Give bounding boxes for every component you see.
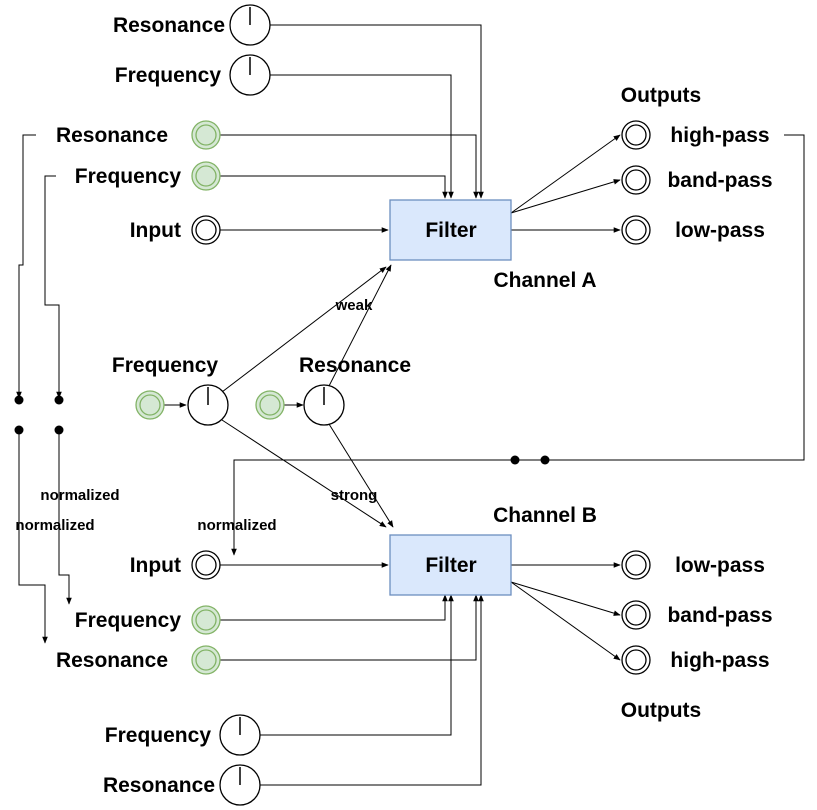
filter-b-box — [389, 534, 512, 596]
wire-b-cv-frequency — [220, 594, 448, 621]
wire-b-highpass — [510, 581, 621, 661]
a-cv-resonance-label: Resonance — [56, 124, 168, 147]
wire-bottom-resonance — [260, 594, 484, 786]
a-out-bandpass-jack[interactable] — [621, 165, 651, 195]
normalized-label-lower: normalized — [15, 517, 94, 534]
wire-a-cv-resonance — [220, 134, 479, 199]
filter-a-label: Filter — [425, 219, 476, 242]
wire-a-cv-frequency — [220, 175, 448, 199]
filter-b-label: Filter — [425, 554, 476, 577]
normalized-label-upper: normalized — [40, 487, 119, 504]
b-cv-frequency-label: Frequency — [75, 609, 182, 632]
wire-a-bandpass — [510, 179, 621, 214]
norm-dot — [540, 455, 550, 465]
b-cv-resonance-label: Resonance — [56, 649, 168, 672]
filter-b-block: Filter — [389, 534, 512, 596]
a-input-jack[interactable] — [191, 215, 221, 245]
wire-norm-res-lower — [18, 430, 48, 644]
shared-frequency-knob[interactable] — [187, 384, 229, 426]
bottom-resonance-knob[interactable] — [219, 764, 261, 806]
norm-dot — [54, 395, 64, 405]
norm-dot — [54, 425, 64, 435]
b-out-lowpass-label: low-pass — [675, 554, 765, 577]
wire-top-resonance — [270, 24, 484, 199]
a-out-highpass-label: high-pass — [670, 124, 769, 147]
wire-shared-freq-strong — [221, 419, 387, 528]
a-out-highpass-jack[interactable] — [621, 120, 651, 150]
a-cv-resonance-jack[interactable] — [191, 120, 221, 150]
top-resonance-label: Resonance — [113, 14, 225, 37]
b-cv-frequency-jack[interactable] — [191, 605, 221, 635]
filter-a-block: Filter — [389, 199, 512, 261]
b-out-bandpass-label: band-pass — [667, 604, 772, 627]
a-out-lowpass-label: low-pass — [675, 219, 765, 242]
norm-dot — [14, 425, 24, 435]
wire-shared-res-b — [328, 423, 394, 528]
top-resonance-knob[interactable] — [229, 4, 271, 46]
wire-b-cv-resonance — [220, 594, 479, 661]
normalization-dots — [14, 395, 550, 465]
norm-dot — [510, 455, 520, 465]
top-frequency-knob[interactable] — [229, 54, 271, 96]
wire-norm-freq-upper — [44, 175, 62, 399]
wire-shared-res-a — [328, 264, 392, 387]
bottom-frequency-label: Frequency — [105, 724, 212, 747]
shared-resonance-label: Resonance — [299, 354, 411, 377]
shared-resonance-knob[interactable] — [303, 384, 345, 426]
b-input-jack[interactable] — [191, 550, 221, 580]
wire-b-bandpass — [510, 581, 621, 616]
b-input-label: Input — [130, 554, 181, 577]
bottom-frequency-knob[interactable] — [219, 714, 261, 756]
a-outputs-title: Outputs — [621, 84, 701, 107]
b-outputs-title: Outputs — [621, 699, 701, 722]
b-out-lowpass-jack[interactable] — [621, 550, 651, 580]
a-out-lowpass-jack[interactable] — [621, 215, 651, 245]
weak-label: weak — [335, 297, 373, 314]
b-out-highpass-jack[interactable] — [621, 645, 651, 675]
normalized-label-input-b: normalized — [197, 517, 276, 534]
wire-a-highpass — [510, 134, 621, 214]
wire-normalized-input-b — [231, 134, 805, 556]
filter-a-box — [389, 199, 512, 261]
wire-shared-freq-weak — [221, 266, 387, 393]
top-frequency-label: Frequency — [115, 64, 222, 87]
wires — [16, 24, 805, 786]
norm-dot — [14, 395, 24, 405]
b-out-bandpass-jack[interactable] — [621, 600, 651, 630]
wire-bottom-frequency — [260, 594, 454, 736]
a-out-bandpass-label: band-pass — [667, 169, 772, 192]
shared-frequency-cv-jack[interactable] — [135, 390, 165, 420]
channel-b-title: Channel B — [493, 504, 597, 527]
a-input-label: Input — [130, 219, 181, 242]
strong-label: strong — [331, 487, 378, 504]
shared-frequency-label: Frequency — [112, 354, 219, 377]
channel-a-title: Channel A — [493, 269, 596, 292]
bottom-resonance-label: Resonance — [103, 774, 215, 797]
a-cv-frequency-jack[interactable] — [191, 161, 221, 191]
wire-norm-res-upper — [16, 134, 36, 399]
b-out-highpass-label: high-pass — [670, 649, 769, 672]
wire-norm-freq-lower — [58, 430, 72, 605]
b-cv-resonance-jack[interactable] — [191, 645, 221, 675]
wire-top-frequency — [270, 74, 454, 199]
a-cv-frequency-label: Frequency — [75, 165, 182, 188]
shared-resonance-cv-jack[interactable] — [255, 390, 285, 420]
